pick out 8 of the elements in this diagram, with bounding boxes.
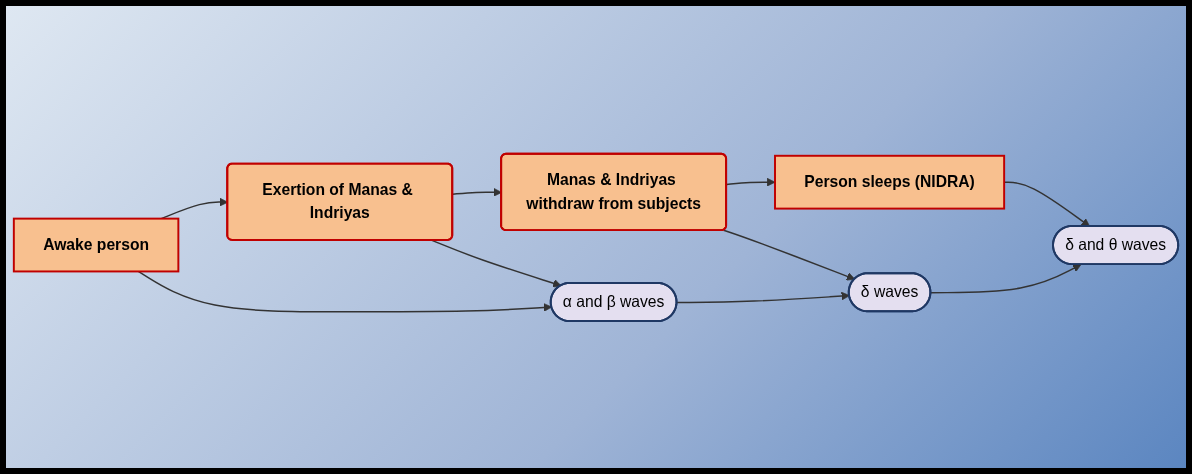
arrow: [930, 263, 1082, 293]
arrow: [722, 229, 856, 281]
node-box: Awake person: [12, 217, 180, 272]
arrow: [452, 187, 502, 197]
node-box: Person sleeps (NIDRA): [774, 154, 1006, 210]
arrow: [676, 291, 850, 303]
arrow: [431, 239, 562, 288]
arrow: [137, 270, 553, 313]
